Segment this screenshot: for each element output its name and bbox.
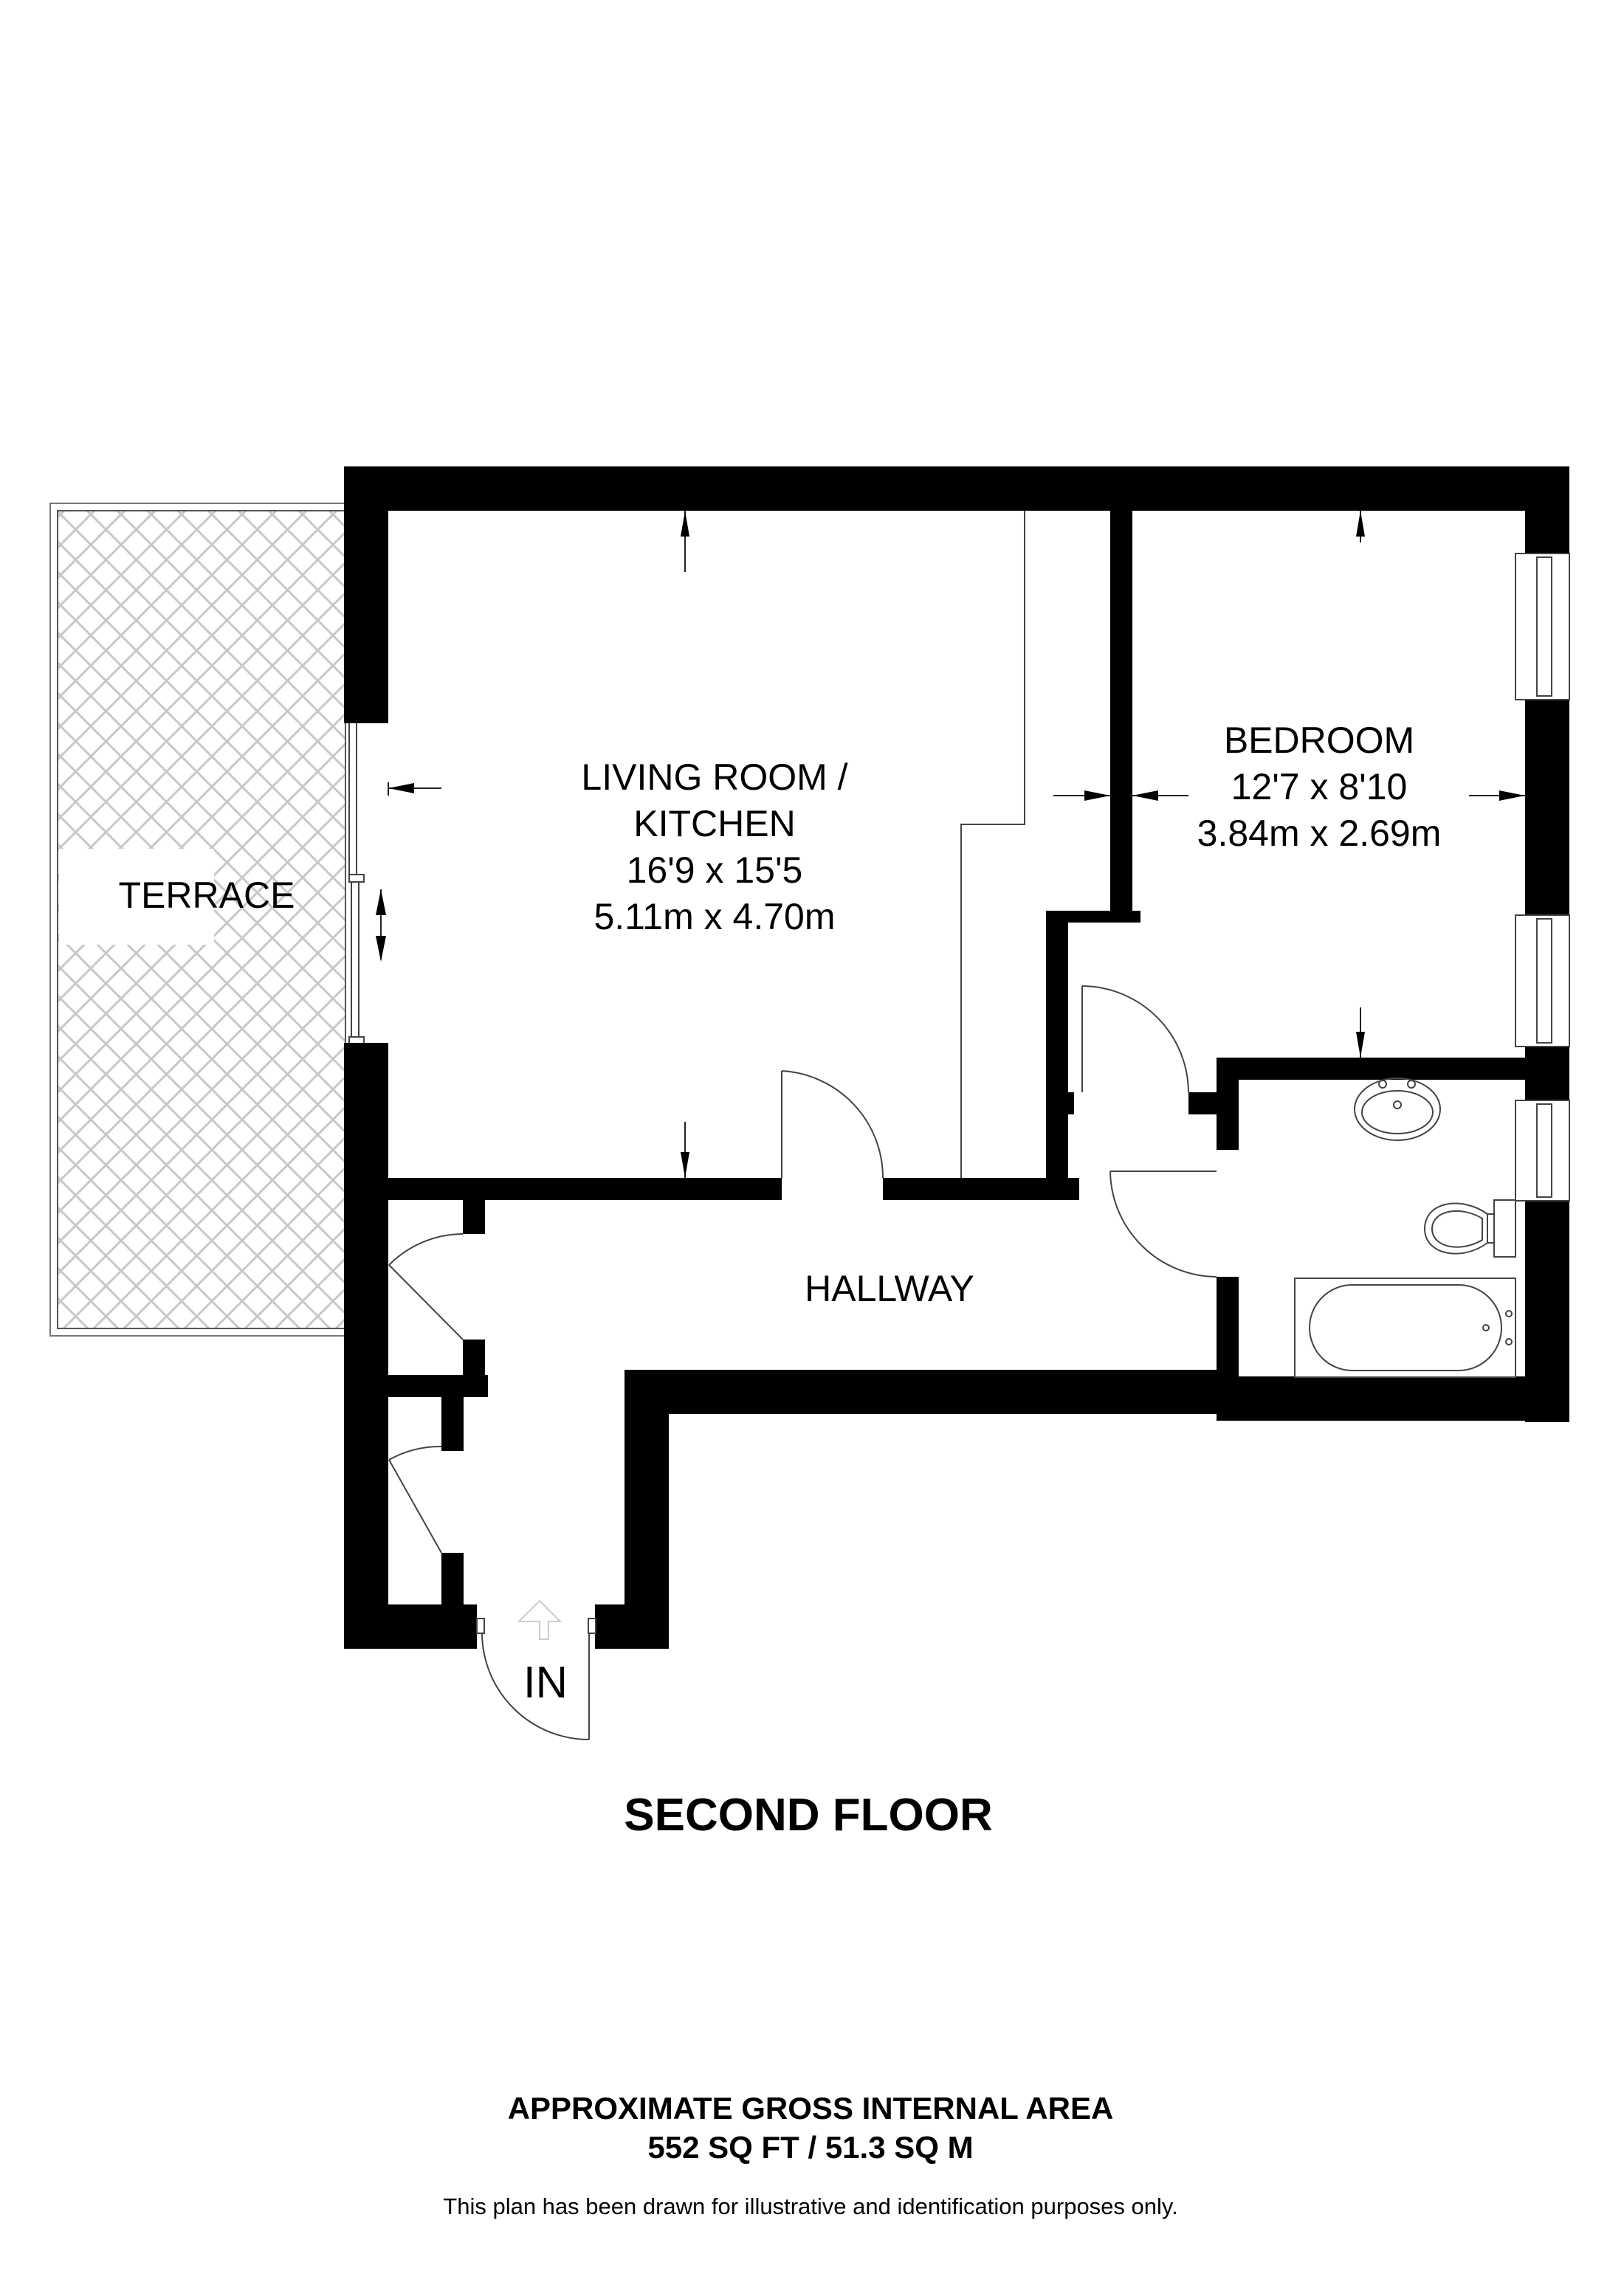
dimension-arrows [376,511,1525,1178]
bedroom-windows [1515,553,1570,1202]
bedroom-size-imperial: 12'7 x 8'10 [1231,766,1408,807]
living-room-name-line1: LIVING ROOM / [581,756,847,798]
bedroom-size-metric: 3.84m x 2.69m [1197,813,1442,854]
bathroom-bathtub [1294,1278,1516,1378]
bathroom-toilet [1423,1199,1516,1258]
door-bedroom[interactable] [1081,985,1189,1093]
bedroom-name: BEDROOM [1224,720,1414,761]
door-entrance[interactable] [476,1618,596,1740]
living-room-size-metric: 5.11m x 4.70m [593,896,835,937]
door-closet-1[interactable] [388,1233,464,1340]
door-bathroom[interactable] [1109,1171,1217,1278]
disclaimer: This plan has been drawn for illustrativ… [443,2193,1177,2219]
floor-title: SECOND FLOOR [624,1790,992,1841]
entrance-label: IN [523,1658,568,1707]
area-heading: APPROXIMATE GROSS INTERNAL AREA [508,2091,1114,2126]
door-living-room[interactable] [781,1070,884,1179]
hallway-name: HALLWAY [805,1268,974,1309]
terrace [49,503,346,1337]
entry-arrow-icon [517,1599,562,1640]
area-value: 552 SQ FT / 51.3 SQ M [647,2130,973,2165]
living-room-size-imperial: 16'9 x 15'5 [627,849,803,891]
terrace-sliding-door[interactable] [348,712,365,1045]
kitchen-counter [960,511,1025,1178]
terrace-name: TERRACE [119,875,295,916]
living-room-name-line2: KITCHEN [633,803,795,844]
door-closet-2[interactable] [388,1445,442,1554]
walls [344,466,1569,1649]
bathroom-sink [1354,1078,1441,1141]
